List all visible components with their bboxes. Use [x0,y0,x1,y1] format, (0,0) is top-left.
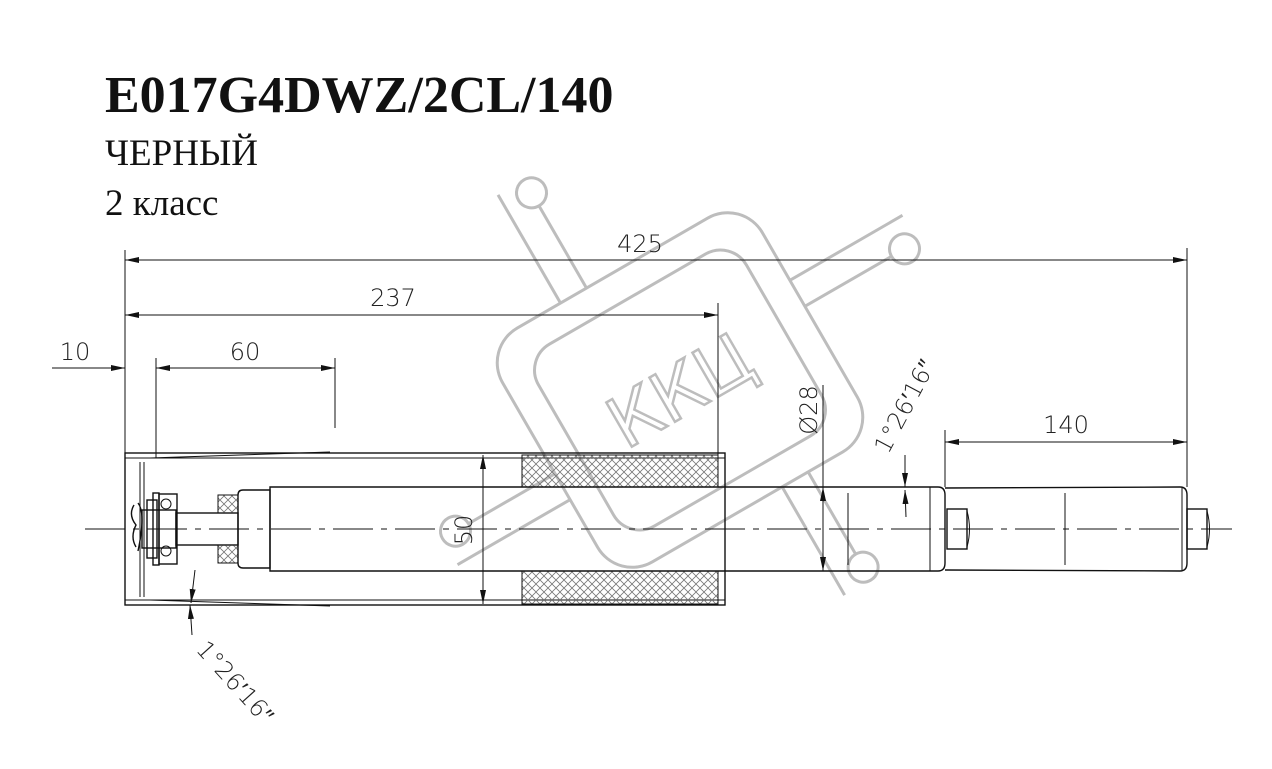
dimension-140: 140 [945,411,1187,445]
angle-bottom-label: 1°26′16″ [191,635,280,729]
dimension-diameter-label: Ø28 [795,385,823,434]
bearing-assembly [130,489,271,569]
dimension-425-label: 425 [617,230,663,258]
dimension-237-label: 237 [370,284,416,312]
dimension-10: 10 [52,338,125,371]
dimension-237: 237 [125,284,718,318]
dimension-diameter-28: Ø28 [795,385,826,571]
watermark-text: ККЦ [593,317,767,465]
angle-dimension-bottom: 1°26′16″ [187,569,280,730]
extension-lines [124,248,1188,487]
angle-top-label: 1°26′16″ [869,355,942,458]
dimension-60: 60 [156,338,335,371]
dimension-140-label: 140 [1043,411,1089,439]
housing [124,451,726,607]
watermark-logo: ККЦ [439,176,921,596]
dimension-60-label: 60 [230,338,261,366]
color-label: ЧЕРНЫЙ [105,132,258,174]
dimension-50-label: 50 [450,515,478,546]
dimension-10-label: 10 [60,338,91,366]
dimension-425: 425 [125,230,1187,263]
gas-spring-tube [269,486,970,572]
part-number: E017G4DWZ/2CL/140 [105,67,614,124]
piston-rod [944,486,1210,572]
class-label: 2 класс [105,183,218,224]
